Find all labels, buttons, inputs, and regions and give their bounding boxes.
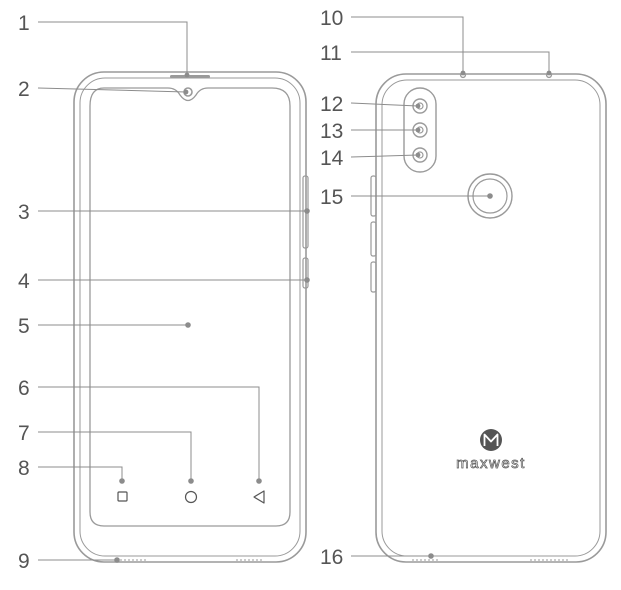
leader-10 [351,16,464,73]
dot-14 [415,152,421,158]
brand-logo-letter [483,433,499,446]
leader-12 [350,102,419,107]
leader-11 [351,51,550,73]
callout-dots [114,70,552,563]
back-body-inner [381,79,601,557]
callout-lines [37,16,550,561]
dot-5 [185,322,191,328]
leader-1 [38,21,188,75]
brand-logo-icon [480,429,502,451]
back-side-button-3 [370,261,377,293]
callout-label-8: 8 [18,457,30,480]
callout-label-7: 7 [18,422,30,445]
dot-4 [304,277,310,283]
callout-label-13: 13 [320,120,343,143]
callout-label-16: 16 [320,546,343,569]
front-screen [89,87,291,527]
home-icon [184,490,198,504]
back-side-button-2 [370,221,377,257]
leader-8 [38,466,123,481]
leader-2 [37,87,187,93]
power-button [302,257,309,289]
callout-label-3: 3 [18,201,30,224]
dot-16 [428,553,434,559]
dot-15 [487,193,493,199]
dot-7 [188,478,194,484]
callout-label-2: 2 [18,78,30,101]
dot-11 [546,70,552,76]
brand-logo: maxwest [456,429,526,472]
dot-12 [415,103,421,109]
dot-8 [119,478,125,484]
recent-apps-icon [117,491,128,502]
callout-label-4: 4 [18,270,30,293]
callout-label-12: 12 [320,93,343,116]
phone-front [73,71,309,563]
phone-back [370,71,607,563]
callout-label-11: 11 [320,42,342,65]
brand-name: maxwest [456,455,526,472]
callout-labels: 1 2 3 4 5 6 7 8 9 10 11 12 13 14 15 16 [18,7,344,573]
callout-label-5: 5 [18,315,30,338]
dot-3 [304,208,310,214]
front-body-inner [79,77,301,557]
earpiece-speaker [170,75,210,78]
callout-label-10: 10 [320,7,343,30]
dot-1 [184,72,190,78]
dot-2 [183,89,189,95]
back-body-outer [375,73,607,563]
leader-14 [350,154,419,158]
callout-label-14: 14 [320,147,344,170]
dot-9 [114,557,120,563]
callout-label-1: 1 [18,12,30,35]
leader-6 [38,386,260,481]
dot-13 [415,127,421,133]
back-icon [253,490,265,504]
dot-6 [256,478,262,484]
dot-10 [460,70,466,76]
callout-label-15: 15 [320,186,343,209]
callout-label-9: 9 [18,550,30,573]
front-body-outer [73,71,307,563]
callout-label-6: 6 [18,377,30,400]
leader-7 [38,431,192,481]
